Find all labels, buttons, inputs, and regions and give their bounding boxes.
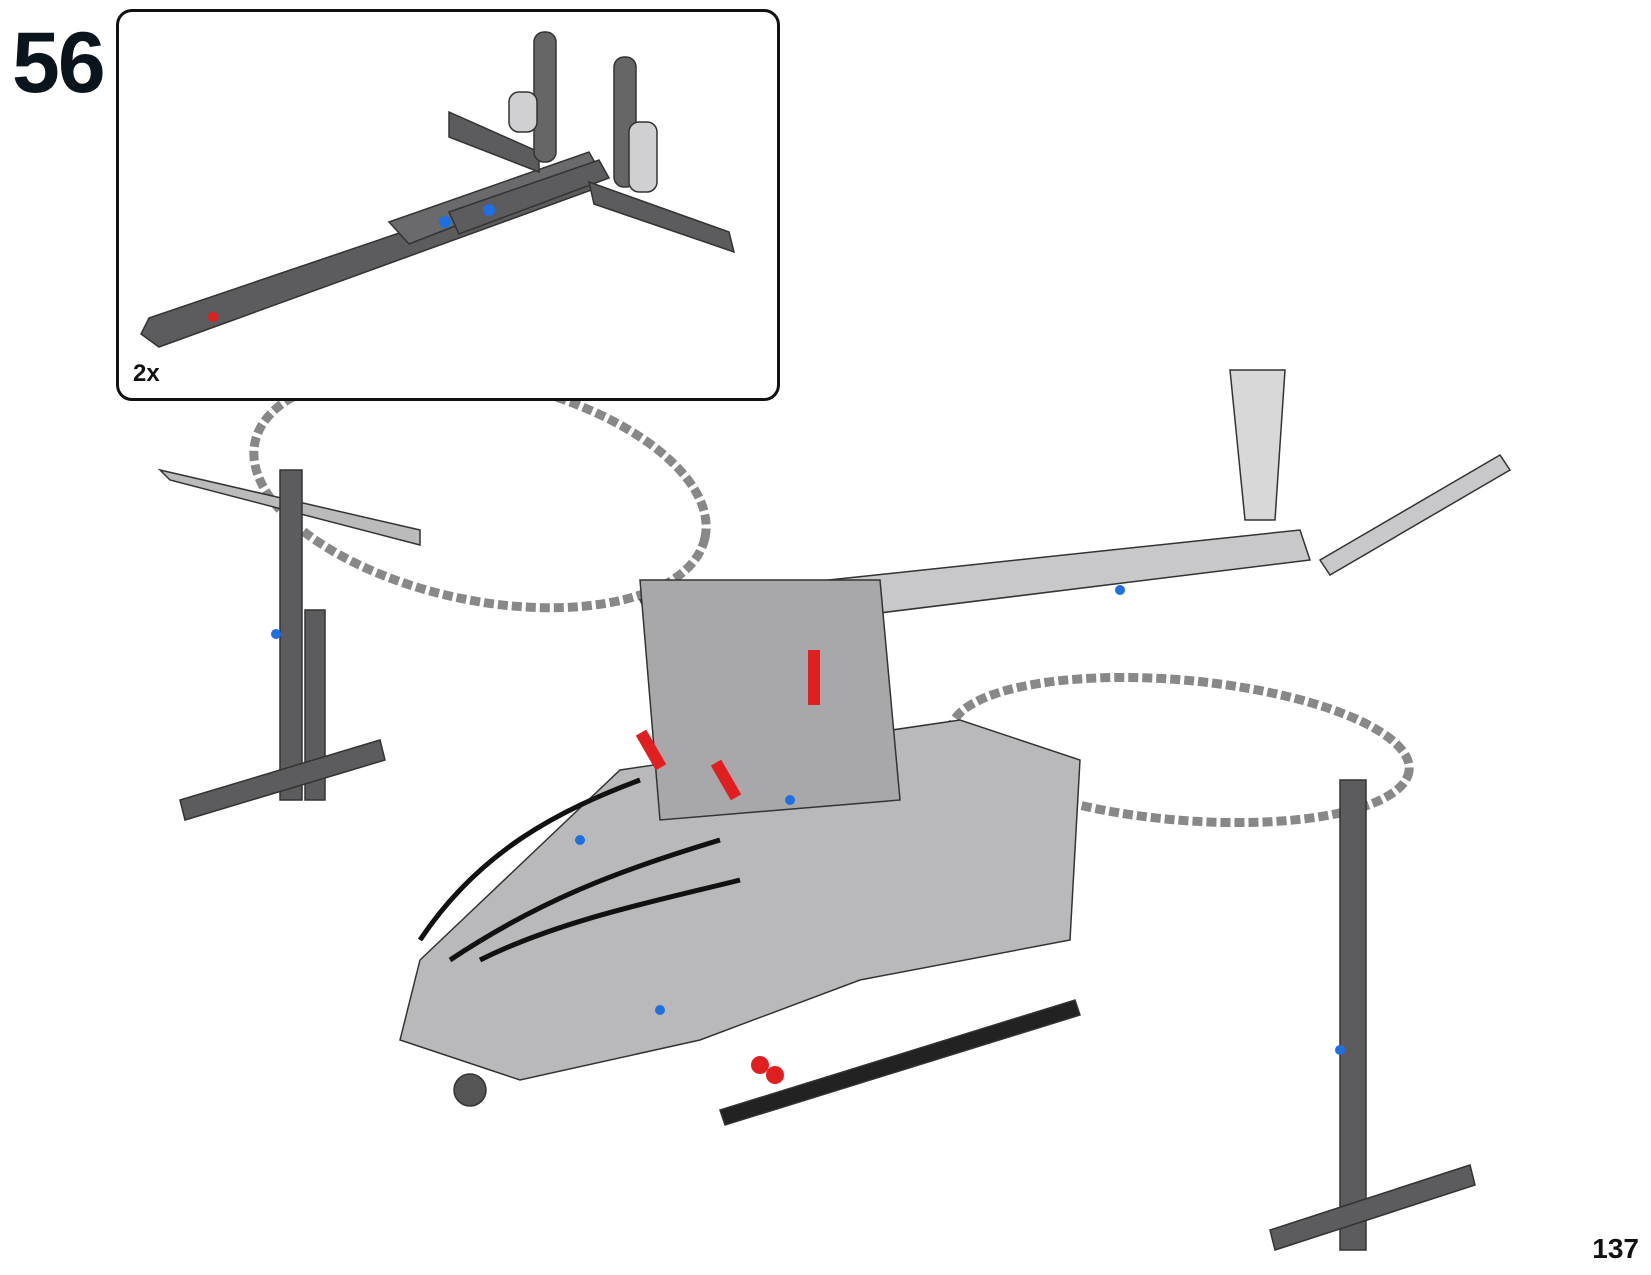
submodel-callout: 2x	[116, 9, 780, 401]
page-number: 137	[1592, 1233, 1639, 1264]
quantity-multiplier: 2x	[133, 360, 160, 387]
step-number: 56	[12, 15, 106, 111]
stand-assembly-image	[140, 31, 736, 348]
